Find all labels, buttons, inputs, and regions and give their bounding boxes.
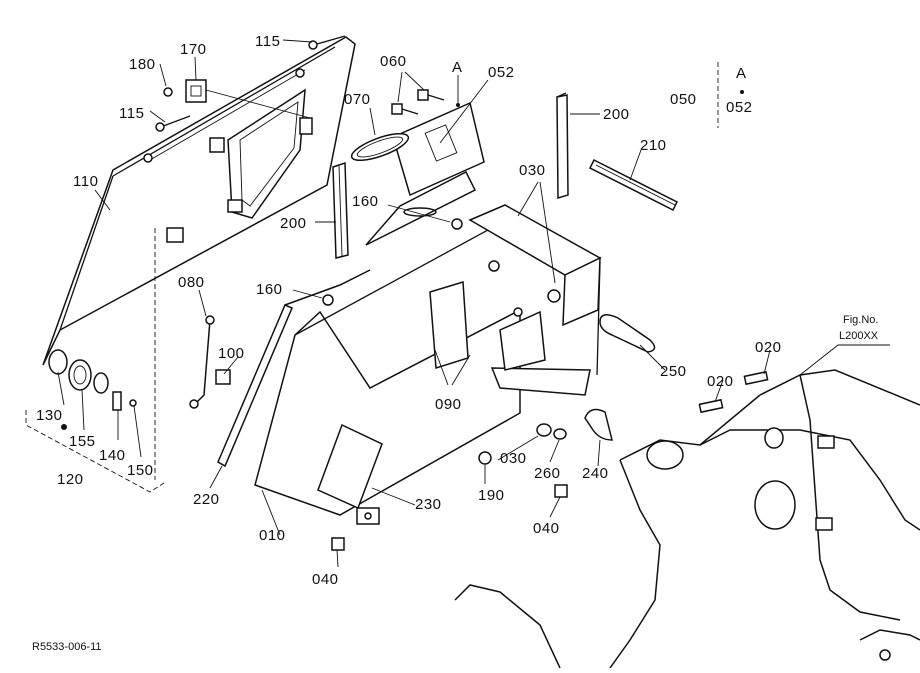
reference-dot: [740, 90, 744, 94]
seal-strip-200-left: [332, 161, 349, 259]
callout-labels: 115 170 180 115 060 A 052 070 200 050 A …: [36, 33, 782, 588]
callout-050-052: 052: [726, 99, 753, 116]
bolts-060: [391, 89, 445, 115]
cover-panel-110: [42, 36, 356, 366]
washer-160-b: [322, 294, 334, 306]
callout-150: 150: [127, 462, 154, 479]
callout-250: 250: [660, 363, 687, 380]
callout-120: 120: [57, 471, 84, 488]
pin-115-left: [155, 115, 191, 132]
callout-115-top: 115: [255, 33, 280, 50]
callout-080: 080: [178, 274, 205, 291]
seal-250: [599, 314, 656, 353]
washer-260: [553, 428, 567, 440]
callout-140: 140: [99, 447, 126, 464]
stud-020-a: [743, 370, 769, 386]
callout-030-top: 030: [519, 162, 546, 179]
lock-assembly-120: [48, 349, 137, 430]
washer-160-a: [451, 218, 463, 230]
callout-130: 130: [36, 407, 63, 424]
callout-200-top: 200: [603, 106, 630, 123]
callout-260: 260: [534, 465, 561, 482]
callout-030-bottom: 030: [500, 450, 527, 467]
bolt-040-left: [331, 537, 345, 551]
callout-052: 052: [488, 64, 515, 81]
callout-210: 210: [640, 137, 667, 154]
callout-230: 230: [415, 496, 442, 513]
callout-240: 240: [582, 465, 609, 482]
seal-070: [350, 132, 410, 162]
stud-020-b: [698, 398, 724, 414]
callout-200-left: 200: [280, 215, 307, 232]
top-bracket: [468, 204, 602, 327]
callout-160-top: 160: [352, 193, 379, 210]
bolt-040-right: [554, 484, 568, 498]
rod-080: [189, 315, 215, 409]
callout-180: 180: [129, 56, 156, 73]
callout-070: 070: [344, 91, 371, 108]
callout-040-right: 040: [533, 520, 560, 537]
callout-050: 050: [670, 91, 697, 108]
rail-210: [588, 158, 679, 212]
callout-060: 060: [380, 53, 407, 70]
leader-lines: [57, 39, 890, 568]
seal-strip-200-right: [556, 92, 569, 200]
latch-170: [163, 79, 207, 103]
drawing-code: R5533-006-11: [32, 641, 102, 653]
callout-090: 090: [435, 396, 462, 413]
clip-100: [215, 369, 231, 385]
machine-frame: [454, 369, 920, 669]
callout-100: 100: [218, 345, 245, 362]
seal-240: [584, 408, 613, 441]
plate-010: [254, 217, 601, 525]
callout-110: 110: [73, 173, 98, 190]
callout-050-a: A: [736, 65, 747, 82]
fig-no-label: Fig.No.: [843, 314, 878, 326]
callout-a-marker: A: [452, 59, 463, 76]
callout-170: 170: [180, 41, 207, 58]
pin-115-top: [308, 35, 346, 50]
seal-strip-220: [217, 269, 371, 468]
callout-020-left: 020: [707, 373, 734, 390]
callout-115-left: 115: [119, 105, 144, 122]
callout-010: 010: [259, 527, 286, 544]
nut-030: [536, 423, 552, 437]
callout-160-left: 160: [256, 281, 283, 298]
panel-052: [365, 101, 485, 246]
fig-no-value: L200XX: [839, 330, 879, 342]
callout-190: 190: [478, 487, 505, 504]
callout-155: 155: [69, 433, 96, 450]
callout-220: 220: [193, 491, 220, 508]
callout-020-right: 020: [755, 339, 782, 356]
nut-190: [478, 451, 492, 465]
callout-040-left: 040: [312, 571, 339, 588]
